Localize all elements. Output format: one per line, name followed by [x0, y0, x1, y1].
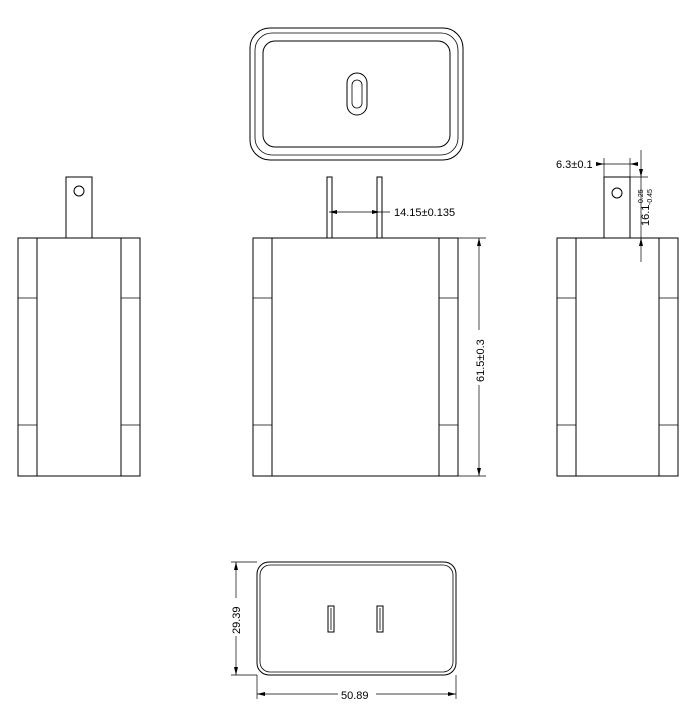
top-view-rim [254, 32, 459, 156]
front-pin-right [376, 176, 383, 239]
right-side-view: 6.3±0.1 16.1 0.25 -0.45 [556, 150, 679, 477]
top-view-outer [249, 27, 464, 161]
front-pin-left [326, 176, 333, 239]
right-body [556, 237, 679, 477]
pin-width-label: 6.3±0.1 [556, 159, 593, 171]
left-side-view [17, 176, 141, 477]
bottom-view: 29.39 50.89 [229, 561, 457, 702]
pin-width-dimension: 6.3±0.1 [556, 158, 638, 177]
left-body [17, 237, 141, 477]
pin-slot-right [376, 605, 384, 633]
body-height-label: 61.5±0.3 [475, 339, 487, 382]
base-height-label: 29.39 [231, 606, 243, 634]
base-width-dimension: 50.89 [256, 675, 457, 702]
left-pin-hole [73, 185, 85, 197]
pin-spacing-label: 14.15±0.135 [394, 207, 455, 219]
pin-length-label: 16.1 [640, 205, 652, 226]
pin-length-tol-lower: -0.45 [647, 189, 654, 205]
base-width-label: 50.89 [341, 690, 369, 702]
right-pin-hole [611, 187, 623, 199]
bottom-view-outer [256, 561, 457, 676]
front-body [252, 237, 459, 477]
bottom-view-inner [259, 564, 454, 673]
base-height-dimension: 29.39 [229, 561, 257, 676]
usb-c-port-outer [346, 72, 368, 116]
pin-slot-left [327, 605, 335, 633]
front-view: 14.15±0.135 61.5±0.3 [252, 176, 487, 477]
body-height-dimension: 61.5±0.3 [458, 237, 487, 477]
pin-length-tol-upper: 0.25 [638, 189, 645, 203]
top-view [249, 27, 464, 161]
right-pin [603, 176, 631, 239]
top-view-inner-face [262, 40, 451, 148]
pin-spacing-dimension: 14.15±0.135 [329, 207, 455, 219]
pin-length-dimension: 16.1 0.25 -0.45 [630, 150, 654, 262]
usb-c-port-inner [351, 79, 363, 109]
